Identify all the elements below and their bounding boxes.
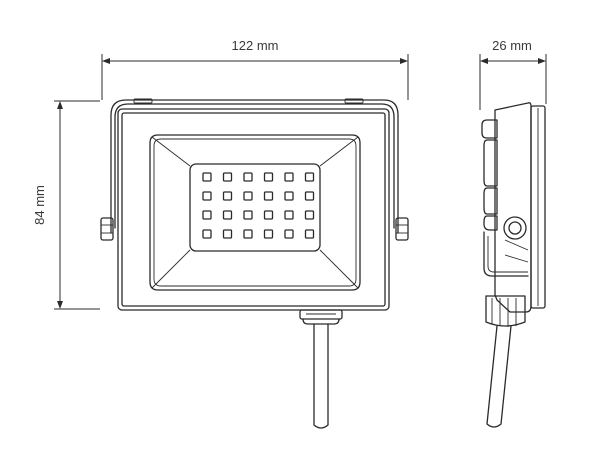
side-pivot-knob-center bbox=[508, 221, 522, 235]
led-chip bbox=[263, 210, 274, 220]
led-chip bbox=[222, 172, 233, 182]
side-pivot-knob bbox=[503, 216, 527, 240]
height-dimension: 84 mm bbox=[32, 100, 100, 310]
height-arrow-bottom bbox=[57, 301, 63, 309]
led-chip bbox=[243, 191, 253, 201]
mounting-bracket-inner bbox=[114, 103, 395, 229]
height-arrow-top bbox=[57, 101, 63, 109]
led-chip bbox=[222, 191, 233, 201]
bracket-bolt-left bbox=[100, 217, 114, 241]
width-dimension: 122 mm bbox=[101, 38, 409, 100]
led-chip bbox=[222, 210, 233, 220]
power-cable-front bbox=[313, 323, 329, 429]
bracket-tab-right bbox=[344, 98, 364, 104]
led-chip bbox=[304, 229, 315, 239]
side-bracket-arm bbox=[483, 231, 529, 277]
housing-outer bbox=[117, 108, 390, 311]
led-chip bbox=[284, 172, 294, 182]
led-chip bbox=[304, 191, 315, 201]
width-arrow-right bbox=[400, 58, 408, 64]
side-power-cable bbox=[486, 325, 512, 428]
side-glass-front bbox=[530, 105, 546, 309]
height-label: 84 mm bbox=[32, 185, 47, 225]
depth-dimension: 26 mm bbox=[479, 38, 547, 110]
led-grid bbox=[202, 172, 315, 239]
led-chip bbox=[284, 191, 294, 201]
front-cable bbox=[299, 309, 343, 429]
bracket-bolt-right bbox=[395, 217, 409, 241]
led-chip bbox=[304, 172, 315, 182]
led-board bbox=[189, 163, 321, 252]
side-fin-1 bbox=[481, 119, 498, 139]
bracket-tab-left bbox=[133, 98, 153, 104]
side-fin-4 bbox=[483, 215, 498, 231]
depth-label: 26 mm bbox=[492, 38, 532, 53]
led-chip bbox=[284, 229, 294, 239]
led-chip bbox=[263, 229, 274, 239]
side-fin-2 bbox=[483, 139, 498, 187]
led-chip bbox=[243, 172, 253, 182]
cable-gland-nut-front bbox=[302, 318, 340, 325]
led-chip bbox=[202, 229, 212, 239]
led-chip bbox=[243, 229, 253, 239]
side-fin-3 bbox=[483, 187, 498, 215]
side-housing-body bbox=[494, 102, 532, 313]
front-view bbox=[100, 98, 409, 311]
side-view bbox=[481, 102, 546, 428]
led-chip bbox=[243, 210, 253, 220]
led-chip bbox=[222, 229, 233, 239]
cable-gland-front bbox=[299, 309, 343, 320]
led-chip bbox=[202, 191, 212, 201]
led-chip bbox=[202, 172, 212, 182]
mounting-bracket-outer bbox=[110, 99, 399, 234]
reflector-frame-outer bbox=[149, 134, 361, 291]
width-arrow-left bbox=[102, 58, 110, 64]
led-chip bbox=[304, 210, 315, 220]
housing-inner bbox=[121, 112, 386, 307]
led-chip bbox=[202, 210, 212, 220]
led-chip bbox=[284, 210, 294, 220]
depth-arrow-left bbox=[480, 58, 488, 64]
width-label: 122 mm bbox=[232, 38, 279, 53]
depth-arrow-right bbox=[538, 58, 546, 64]
led-chip bbox=[263, 172, 274, 182]
reflector-frame-inner bbox=[153, 138, 357, 287]
led-chip bbox=[263, 191, 274, 201]
